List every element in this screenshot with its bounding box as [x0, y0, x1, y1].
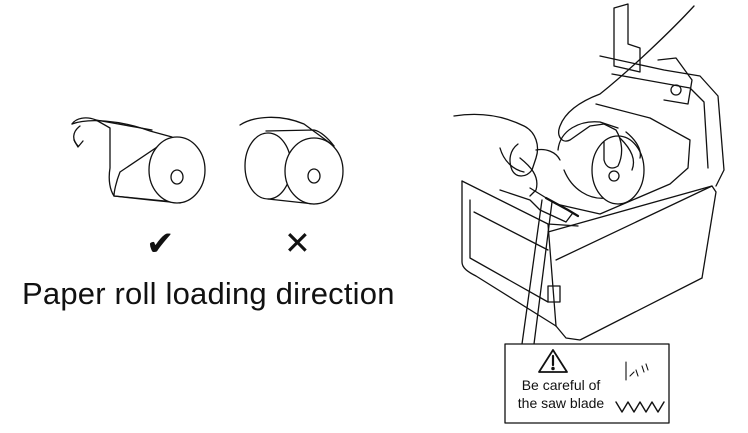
leader-line-left [521, 199, 543, 345]
loading-roll-body [557, 121, 619, 151]
right-hand-fingers [619, 131, 642, 171]
printer-body-left [461, 180, 557, 327]
printer-lid-inner [611, 73, 709, 169]
loading-roll [557, 121, 645, 205]
printer-side-panel-line [469, 199, 549, 303]
warning-text-line-1: Be careful of [521, 377, 601, 393]
right-hand-arm [558, 5, 695, 169]
leader-line-right [533, 201, 553, 345]
lid-hinge-pin [670, 84, 682, 96]
incorrect-roll-paper-sheet [239, 116, 335, 147]
warning-triangle-icon [538, 349, 568, 373]
correct-roll-top [95, 119, 153, 131]
correct-roll-core [170, 169, 184, 185]
figure-caption: Paper roll loading direction [22, 276, 395, 311]
loading-roll-end [591, 135, 645, 205]
printer-body-top-right [547, 185, 713, 233]
correct-roll-paper-tail [71, 117, 115, 197]
incorrect-roll-body [265, 129, 335, 147]
warning-label-frame [504, 343, 670, 424]
incorrect-roll-end [284, 137, 344, 205]
printer-side-panel-line2 [473, 211, 549, 251]
saw-blade-icon [615, 401, 665, 413]
correct-roll-illustration [71, 117, 206, 204]
saw-blade-edge [544, 196, 580, 218]
printer-lid [599, 55, 725, 187]
loading-roll-bottom [563, 169, 607, 199]
left-hand-arm [453, 113, 539, 177]
left-hand-fingers [499, 147, 538, 197]
paper-compartment [529, 103, 691, 215]
warning-label [504, 343, 670, 424]
lid-hinge-left [613, 3, 641, 73]
correct-roll-bottom [113, 195, 176, 203]
left-hand-thumb [535, 148, 561, 161]
lid-hinge-right [657, 57, 693, 105]
incorrect-roll-core [307, 168, 321, 184]
blade-detail-icon [625, 361, 649, 381]
printer-body-front-edge [547, 223, 557, 327]
correct-orientation-check-icon: ✔ [146, 224, 175, 264]
printer-illustration [461, 3, 725, 341]
warning-leader-lines [521, 199, 553, 345]
loading-roll-core [608, 170, 620, 182]
warning-text-line-2: the saw blade [517, 395, 605, 411]
incorrect-roll-illustration [239, 116, 344, 205]
incorrect-orientation-cross-icon: ✕ [284, 224, 311, 262]
printer-body-right [555, 185, 717, 279]
curl-arrow-icon [73, 125, 81, 147]
incorrect-roll-back [244, 132, 292, 200]
printer-slot [547, 285, 561, 303]
printer-body-bottom [555, 277, 703, 341]
hands-illustration [453, 5, 695, 197]
